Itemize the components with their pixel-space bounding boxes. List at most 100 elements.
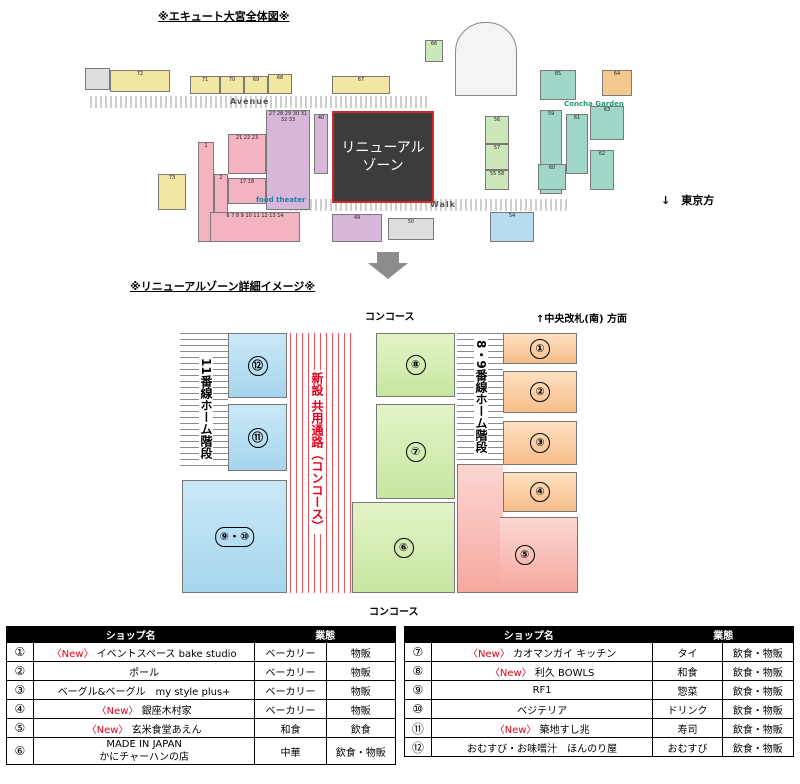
escalator-hall <box>455 22 517 96</box>
shop-category: 中華 <box>254 737 327 765</box>
shop-11: ⑪ <box>228 404 287 471</box>
row-number: ③ <box>6 680 34 700</box>
shop-table-left: ショップ名 業態 ① 〈New〉 イベントスペース bake studio ベー… <box>5 626 397 765</box>
shop-category: ベーカリー <box>254 699 327 719</box>
map-title: ※エキュート大宮全体図※ <box>158 10 290 23</box>
map-shop: 27 28 29 30 31 32 33 <box>266 110 310 210</box>
shop-name-text: 利久 BOWLS <box>534 667 595 679</box>
shop-name: ポール <box>32 661 256 681</box>
shop-name-text: イベントスペース bake studio <box>96 648 237 660</box>
shop-name: ベーグル&ベーグル my style plus+ <box>32 680 256 700</box>
shop-category: 寿司 <box>652 718 723 738</box>
shop-name: 〈New〉 銀座木村家 <box>32 699 256 719</box>
shop-kind: 物販 <box>325 680 397 700</box>
shop-number: ⑧ <box>405 355 426 375</box>
shop-category: ベーカリー <box>254 642 327 662</box>
shop-category: タイ <box>652 642 723 662</box>
table-row: ⑤ 〈New〉 玄米食堂あえん 和食 飲食 <box>6 718 397 738</box>
shop-number: ⑫ <box>247 355 268 376</box>
table-row: ④ 〈New〉 銀座木村家 ベーカリー 物販 <box>6 699 397 719</box>
food-theater-label: food theater <box>256 196 306 204</box>
row-number: ⑩ <box>404 699 432 719</box>
new-badge: 〈New〉 <box>51 648 94 660</box>
map-shop: 57 <box>485 144 509 170</box>
shop-2: ② <box>503 371 577 413</box>
map-shop: 68 <box>268 74 292 94</box>
shop-1: ① <box>503 333 577 364</box>
row-number: ⑫ <box>404 737 432 757</box>
shop-12: ⑫ <box>228 333 287 398</box>
shop-name-text: カオマンガイ キッチン <box>513 648 617 660</box>
row-number: ⑤ <box>6 718 34 738</box>
shop-number: ⑥ <box>393 537 414 558</box>
table-row: ③ ベーグル&ベーグル my style plus+ ベーカリー 物販 <box>6 680 397 700</box>
map-shop: 70 <box>220 76 244 94</box>
shop-kind: 飲食・物販 <box>721 699 795 719</box>
new-badge: 〈New〉 <box>489 667 532 679</box>
shop-name: ベジテリア <box>430 699 654 719</box>
shop-kind: 飲食・物販 <box>721 737 795 757</box>
table-row: ⑦ 〈New〉 カオマンガイ キッチン タイ 飲食・物販 <box>404 642 795 662</box>
shop-name: 〈New〉 カオマンガイ キッチン <box>430 642 654 662</box>
stairs-left-label: 11番線ホーム階段 <box>199 356 213 461</box>
shop-name: RF1 <box>430 680 654 700</box>
row-number: ⑨ <box>404 680 432 700</box>
shop-5: ⑤ <box>500 517 578 593</box>
new-badge: 〈New〉 <box>468 648 510 660</box>
map-shop: 71 <box>190 76 220 94</box>
shop-category: ベーカリー <box>254 661 327 681</box>
shop-7: ⑦ <box>376 404 455 499</box>
map-shop: 50 <box>388 218 434 240</box>
row-number: ④ <box>6 699 34 719</box>
map-shop: 66 <box>425 40 443 62</box>
concha-garden-label: Concha Garden <box>564 100 624 108</box>
shop-number: ⑦ <box>405 441 426 462</box>
shop-name-text: 築地すし兆 <box>539 724 590 736</box>
map-shop: 62 <box>590 150 614 190</box>
table-row: ⑪ 〈New〉 築地すし兆 寿司 飲食・物販 <box>404 718 795 738</box>
shop-kind: 飲食・物販 <box>721 661 795 681</box>
map-shop: 17 18 <box>228 178 266 204</box>
shop-table-right: ショップ名 業態 ⑦ 〈New〉 カオマンガイ キッチン タイ 飲食・物販 ⑧ … <box>403 626 795 757</box>
shop-8: ⑧ <box>376 333 455 397</box>
map-shop: 56 <box>485 116 509 144</box>
header-shop-name: ショップ名 <box>403 626 654 643</box>
shop-number: ① <box>530 338 550 359</box>
shop-kind: 物販 <box>325 699 397 719</box>
map-shop: 72 <box>110 70 170 92</box>
tokyo-direction: ↓ 東京方 <box>661 194 715 207</box>
walk-label: Walk <box>430 200 456 209</box>
shop-4: ④ <box>503 472 577 512</box>
floor-map: Avenue Walk 72 71 70 69 68 67 1 2 21 22 … <box>70 14 650 254</box>
shop-kind: 飲食・物販 <box>721 718 795 738</box>
shop-category: 和食 <box>652 661 723 681</box>
map-shop: 73 <box>158 174 186 210</box>
renewal-zone-label: ゾーン <box>362 158 404 174</box>
map-shop: 63 <box>590 106 624 140</box>
map-shop: 65 <box>540 70 576 100</box>
concourse-bottom-label: コンコース <box>369 607 419 618</box>
renewal-zone-label: リニューアル <box>341 140 425 156</box>
gate-direction: ↑中央改札(南) 方面 <box>536 314 628 325</box>
concourse-top-label: コンコース <box>365 312 415 323</box>
shop-name-text: かにチャーハンの店 <box>99 752 189 763</box>
map-shop: 61 <box>566 114 588 174</box>
down-arrow-icon <box>377 252 399 264</box>
map-shop: 21 22 23 <box>228 134 266 174</box>
shop-name: 〈New〉 築地すし兆 <box>430 718 654 738</box>
map-shop: 49 <box>332 214 382 242</box>
shop-number: ⑤ <box>514 545 535 565</box>
shop-kind: 飲食・物販 <box>721 680 795 700</box>
map-shop: 64 <box>602 70 632 96</box>
shop-number: ④ <box>530 482 550 502</box>
row-number: ① <box>6 642 34 662</box>
map-shop <box>85 68 110 90</box>
shop-name: おむすび・お味噌汁 ほんのり屋 <box>430 737 654 757</box>
shop-5 <box>457 464 503 593</box>
table-row: ② ポール ベーカリー 物販 <box>6 661 397 681</box>
new-badge: 〈New〉 <box>494 724 537 736</box>
row-number: ⑥ <box>6 737 34 765</box>
shop-number: ③ <box>530 433 550 453</box>
